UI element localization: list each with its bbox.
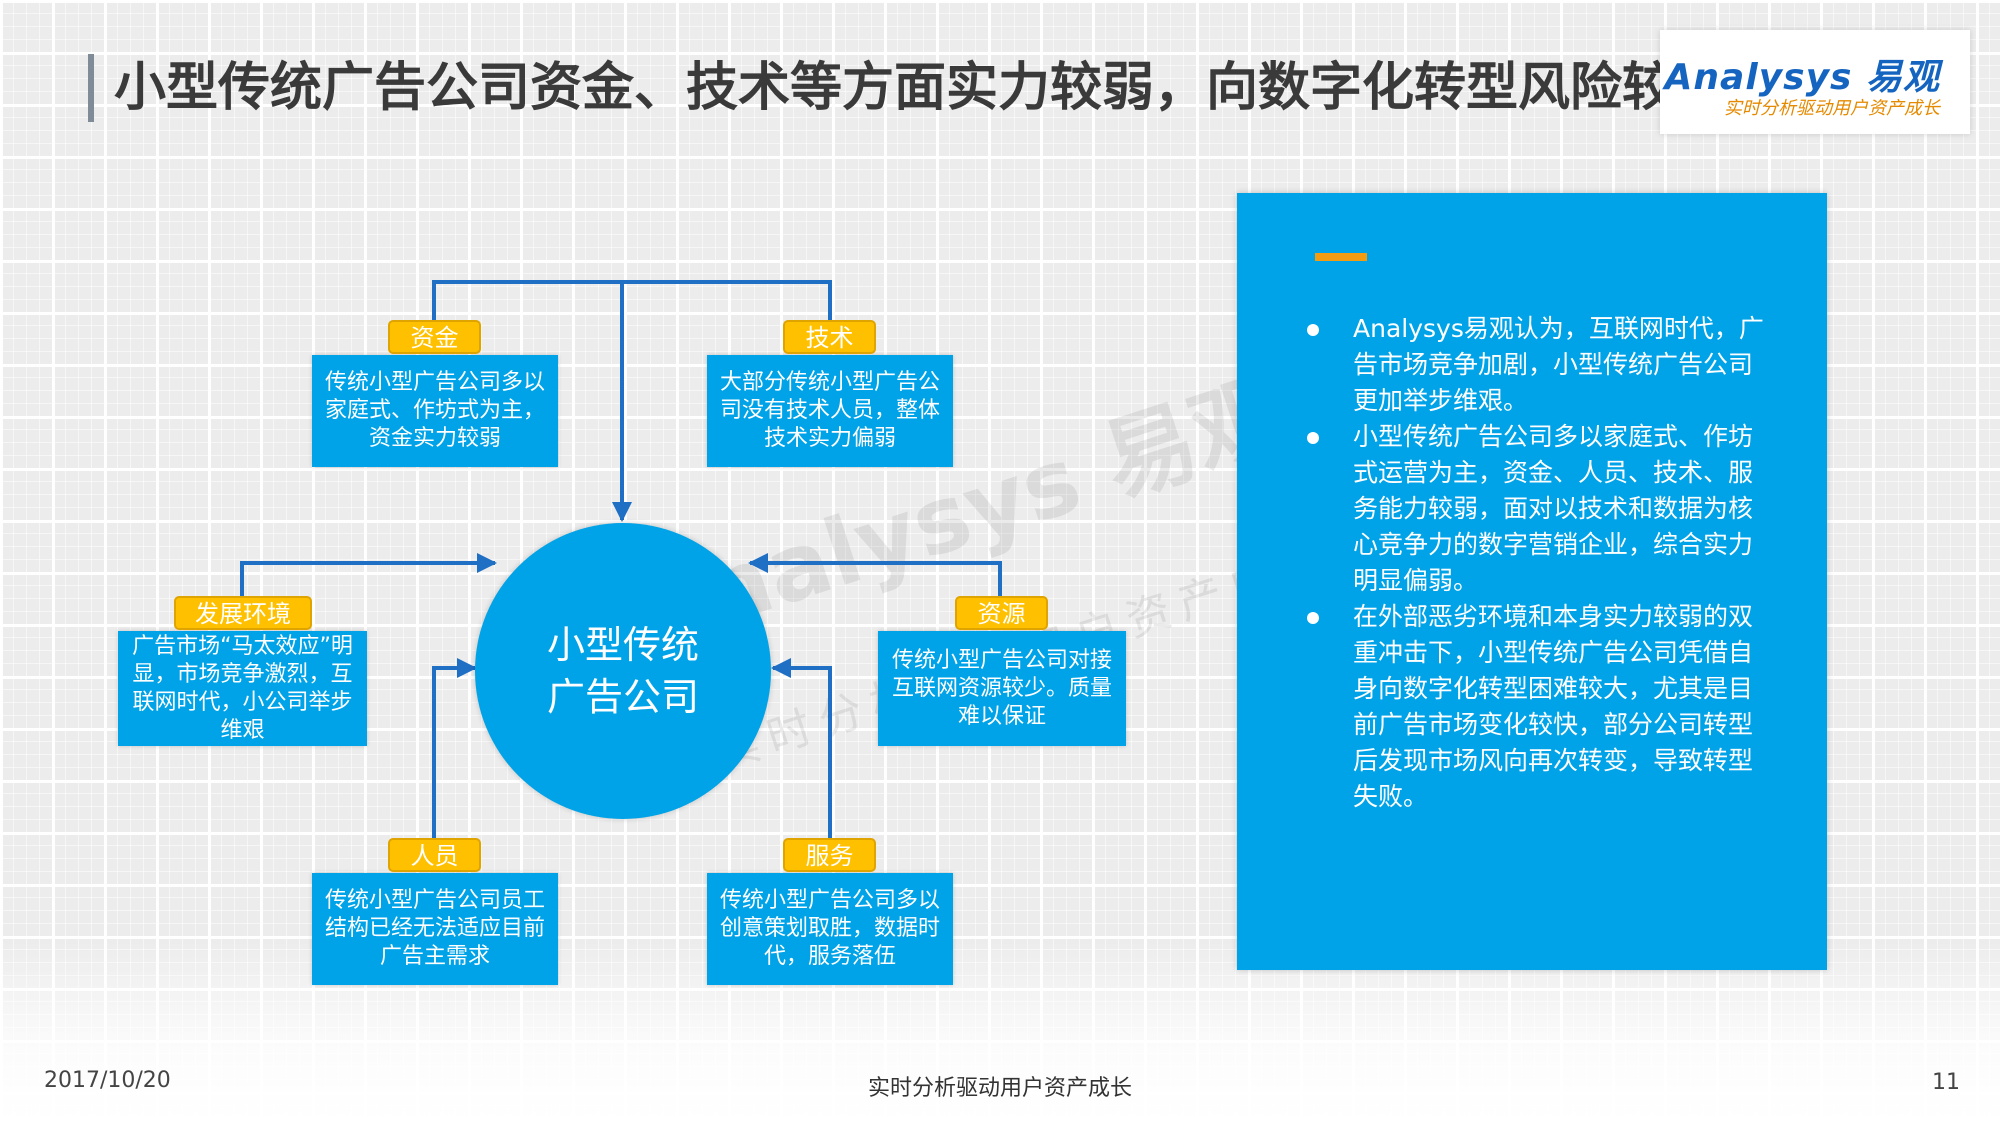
node-service-text: 传统小型广告公司多以创意策划取胜，数据时代，服务落伍 xyxy=(719,888,940,969)
summary-bullets: Analysys易观认为，互联网时代，广告市场竞争加剧，小型传统广告公司更加举步… xyxy=(1307,311,1777,815)
footer-date: 2017/10/20 xyxy=(44,1068,171,1093)
node-env-text: 广告市场“马太效应”明显，市场竞争激烈，互联网时代，小公司举步维艰 xyxy=(132,633,353,743)
footer-slogan: 实时分析驱动用户资产成长 xyxy=(867,1076,1132,1101)
node-env-tag: 发展环境 xyxy=(174,596,312,630)
bullet-item: 小型传统广告公司多以家庭式、作坊式运营为主，资金、人员、技术、服务能力较弱，面对… xyxy=(1307,419,1777,599)
node-staff-text: 传统小型广告公司员工结构已经无法适应目前广告主需求 xyxy=(324,888,545,969)
node-tech-box: 大部分传统小型广告公司没有技术人员，整体技术实力偏弱 xyxy=(707,355,953,467)
node-tech-text: 大部分传统小型广告公司没有技术人员，整体技术实力偏弱 xyxy=(719,370,940,451)
node-tech-tag: 技术 xyxy=(783,320,876,354)
connector-service xyxy=(771,658,832,838)
summary-panel: Analysys易观认为，互联网时代，广告市场竞争加剧，小型传统广告公司更加举步… xyxy=(1237,193,1827,970)
page-title: 小型传统广告公司资金、技术等方面实力较弱，向数字化转型风险较大 xyxy=(114,58,1727,118)
logo: Analysys 易观 实时分析驱动用户资产成长 xyxy=(1660,30,1970,134)
node-staff-tag: 人员 xyxy=(388,838,481,872)
bullet-item: Analysys易观认为，互联网时代，广告市场竞争加剧，小型传统广告公司更加举步… xyxy=(1307,311,1777,419)
node-resources-text: 传统小型广告公司对接互联网资源较少。质量难以保证 xyxy=(891,647,1112,729)
page-number: 11 xyxy=(1932,1070,1960,1095)
center-node-label: 小型传统广告公司 xyxy=(546,623,699,719)
logo-tagline: 实时分析驱动用户资产成长 xyxy=(1724,98,1940,119)
node-resources-tag: 资源 xyxy=(955,596,1048,630)
connector-staff xyxy=(432,658,477,838)
connector-resources xyxy=(748,553,1002,600)
panel-accent-bar xyxy=(1315,253,1367,261)
node-resources-box: 传统小型广告公司对接互联网资源较少。质量难以保证 xyxy=(878,631,1126,746)
node-service-box: 传统小型广告公司多以创意策划取胜，数据时代，服务落伍 xyxy=(707,873,953,985)
node-funds-text: 传统小型广告公司多以家庭式、作坊式为主，资金实力较弱 xyxy=(324,370,545,451)
node-env-box: 广告市场“马太效应”明显，市场竞争激烈，互联网时代，小公司举步维艰 xyxy=(118,631,367,746)
center-node: 小型传统广告公司 xyxy=(475,523,771,819)
node-service-tag: 服务 xyxy=(783,838,876,872)
node-staff-box: 传统小型广告公司员工结构已经无法适应目前广告主需求 xyxy=(312,873,558,985)
logo-brand: Analysys 易观 xyxy=(1664,57,1940,98)
connector-top-bracket xyxy=(432,280,832,320)
title-accent-bar xyxy=(88,54,94,122)
node-funds-box: 传统小型广告公司多以家庭式、作坊式为主，资金实力较弱 xyxy=(312,355,558,467)
connector-env xyxy=(240,553,497,600)
node-funds-tag: 资金 xyxy=(388,320,481,354)
bullet-item: 在外部恶劣环境和本身实力较弱的双重冲击下，小型传统广告公司凭借自身向数字化转型困… xyxy=(1307,599,1777,815)
